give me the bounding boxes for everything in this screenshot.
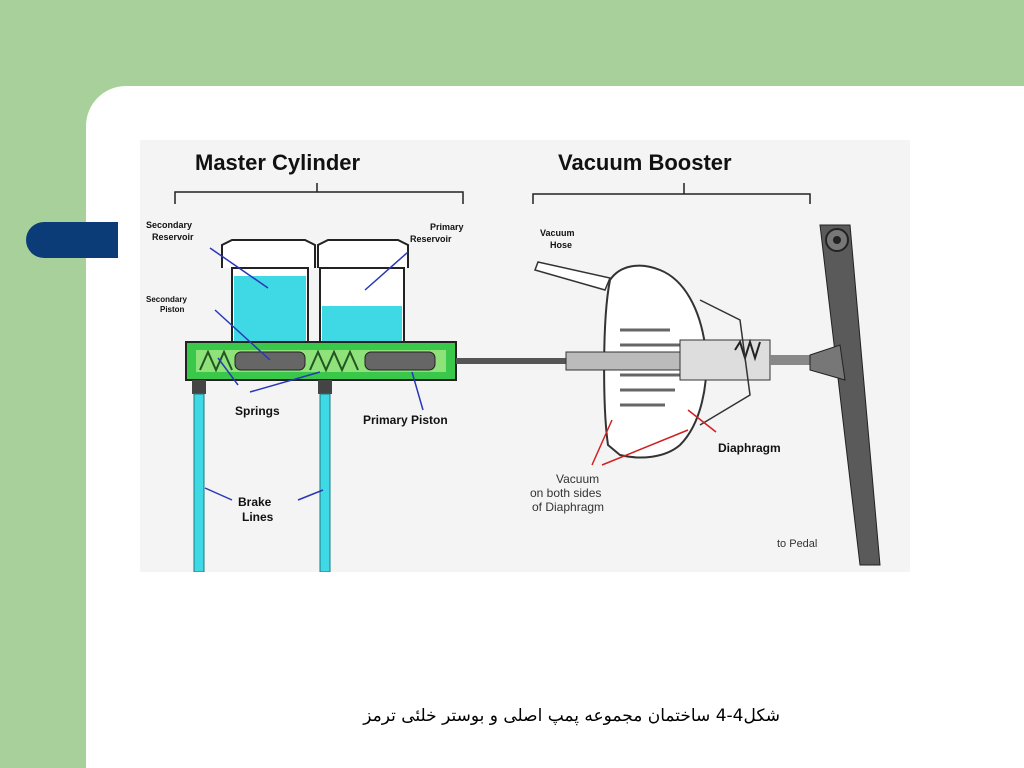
label-secondary-reservoir-2: Reservoir [152,232,194,242]
label-brake-lines-2: Lines [242,510,274,524]
label-pointers [204,247,424,501]
label-vacuum-note-2: on both sides [530,486,601,500]
vacuum-booster [534,261,815,459]
reservoirs [221,239,409,347]
label-secondary-piston-2: Piston [160,305,185,314]
label-primary-piston: Primary Piston [363,413,448,427]
label-primary-reservoir-2: Reservoir [410,234,452,244]
label-vacuum-hose-2: Hose [550,240,572,250]
brake-pedal-arm [809,224,881,566]
label-vacuum-hose-1: Vacuum [540,228,575,238]
label-diaphragm: Diaphragm [718,441,781,455]
primary-reservoir-fluid [322,306,402,344]
green-header-block [0,0,360,86]
master-cylinder-body [185,341,566,381]
label-primary-reservoir-1: Primary [430,222,464,232]
vacuum-pointers [591,409,717,466]
label-brake-lines-1: Brake [238,495,272,509]
label-to-pedal: to Pedal [777,538,817,550]
label-vacuum-note-1: Vacuum [556,472,599,486]
label-vacuum-note-3: of Diaphragm [532,500,604,514]
brake-system-diagram: Master Cylinder Vacuum Booster [140,140,910,572]
label-springs: Springs [235,404,280,418]
figure-caption: شکل4-4 ساختمان مجموعه پمپ اصلی و بوستر خ… [363,706,780,726]
bracket-master-cylinder [174,183,464,204]
brake-lines [192,380,332,572]
secondary-reservoir-fluid [234,276,306,344]
bracket-vacuum-booster [532,183,811,204]
label-secondary-piston-1: Secondary [146,295,187,304]
label-secondary-reservoir-1: Secondary [146,220,192,230]
header-vacuum-booster: Vacuum Booster [558,150,732,175]
blue-accent-bar [26,222,118,258]
header-master-cylinder: Master Cylinder [195,150,360,175]
